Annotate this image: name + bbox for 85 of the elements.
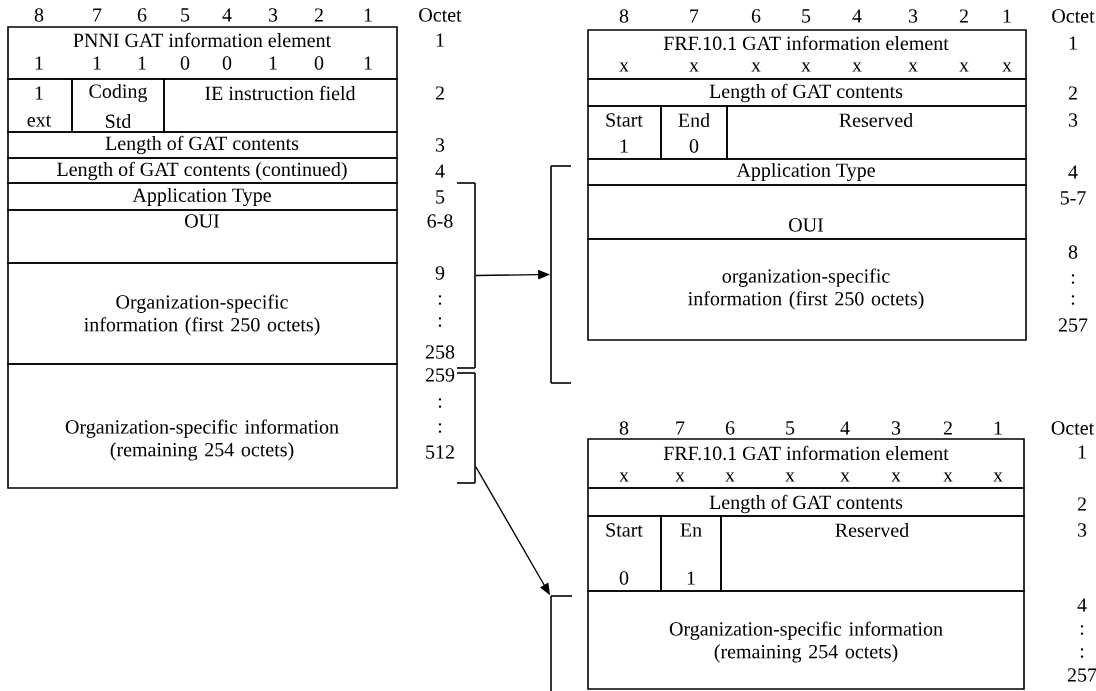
field-cell: End 0 (660, 105, 728, 160)
field-cell: Reserved (720, 515, 1025, 592)
field-cell: IE instruction field (163, 78, 398, 133)
octet-number: : (438, 423, 442, 433)
field-cell: organization-specific information (first 250 octets) (587, 238, 1027, 341)
octet-number: 3 (435, 138, 445, 152)
bit-number: 1 (994, 421, 1002, 435)
octet-number: 2 (1068, 86, 1077, 100)
octet-number: 257 (1067, 668, 1096, 682)
bit-number: 7 (690, 9, 699, 23)
field-cell: 1 ext (7, 78, 73, 133)
octet-number: 9 (435, 266, 445, 280)
bit-number: 7 (676, 421, 685, 435)
bit-number: 1 (1003, 9, 1011, 23)
octet-number: : (1080, 625, 1084, 635)
field-cell: Organization-specific information (first 250 octets) (7, 262, 398, 365)
octet-number: 3 (1077, 523, 1087, 537)
octet-number: 257 (1058, 318, 1088, 332)
bit-number: 3 (908, 9, 918, 23)
field-cell: Application Type (7, 182, 398, 211)
field-cell: Length of GAT contents (7, 131, 398, 159)
octet-number: 5 (436, 190, 445, 204)
field-cell: Length of GAT contents (continued) (7, 157, 398, 184)
bit-number: 5 (802, 9, 811, 23)
bit-number: 6 (751, 9, 761, 23)
octet-number: 5-7 (1060, 191, 1086, 205)
bit-number: 5 (181, 8, 190, 22)
field-cell: Start 0 (587, 515, 662, 592)
field-cell: OUI (587, 184, 1027, 240)
bit-number: 2 (959, 9, 968, 23)
bracket (550, 595, 573, 691)
field-cell: Organization-specific information (remaining 254 octets) (7, 363, 398, 489)
octet-number: : (438, 295, 442, 305)
octet-number: 3 (1068, 113, 1078, 127)
octet-number: 4 (1077, 598, 1087, 612)
field-cell: Reserved (726, 105, 1027, 160)
octet-number: 2 (1077, 497, 1086, 511)
octet-number: : (1071, 274, 1075, 284)
octet-number: 1 (436, 33, 444, 47)
octet-number: 2 (435, 86, 444, 100)
octet-number: 1 (1078, 445, 1086, 459)
bit-number: 2 (943, 421, 952, 435)
column-heading: Octet (1052, 9, 1095, 23)
octet-number: 4 (435, 164, 445, 178)
field-cell: Organization-specific information (remaining 254 octets) (587, 590, 1025, 690)
field-cell: Application Type (587, 158, 1027, 186)
bit-number: 4 (840, 421, 850, 435)
bit-number: 5 (786, 421, 795, 435)
octet-number: 4 (1068, 165, 1078, 179)
octet-number: 6-8 (427, 214, 453, 228)
octet-number: 259 (425, 368, 455, 382)
bit-number: 8 (619, 421, 629, 435)
field-cell: En 1 (660, 515, 722, 592)
bit-number: 8 (34, 8, 44, 22)
column-heading: Octet (1051, 421, 1095, 435)
bit-number: 8 (619, 9, 629, 23)
bit-number: 3 (268, 8, 278, 22)
field-cell: OUI (7, 209, 398, 264)
bit-number: 6 (725, 421, 735, 435)
octet-number: : (438, 398, 442, 408)
octet-number: 1 (1069, 36, 1077, 50)
field-cell: Start 1 (587, 105, 662, 160)
octet-number: : (1071, 295, 1075, 305)
bit-number: 6 (137, 8, 147, 22)
field-cell: Coding Std (71, 78, 165, 133)
bracket (456, 182, 476, 369)
column-heading: Octet (419, 8, 462, 22)
octet-number: 258 (425, 345, 455, 359)
field-cell: Length of GAT contents (587, 78, 1027, 107)
octet-number: 512 (426, 445, 454, 459)
octet-number: : (1080, 648, 1084, 658)
field-cell: Length of GAT contents (587, 487, 1025, 517)
bit-number: 2 (314, 8, 323, 22)
octet-number: 8 (1068, 245, 1078, 259)
field-cell: PNNI GAT information element 1 1 1 0 0 1 0 1 (7, 26, 398, 80)
bit-number: 4 (222, 8, 232, 22)
bit-number: 1 (364, 8, 372, 22)
bit-number: 7 (93, 8, 102, 22)
field-cell: FRF.10.1 GAT information element x x x x x x x x (587, 438, 1025, 489)
bit-number: 3 (891, 421, 901, 435)
octet-number: : (438, 317, 442, 327)
field-cell: FRF.10.1 GAT information element x x x x x x x x (587, 29, 1027, 80)
bracket (550, 165, 572, 384)
bit-number: 4 (852, 9, 862, 23)
bracket (456, 372, 476, 484)
